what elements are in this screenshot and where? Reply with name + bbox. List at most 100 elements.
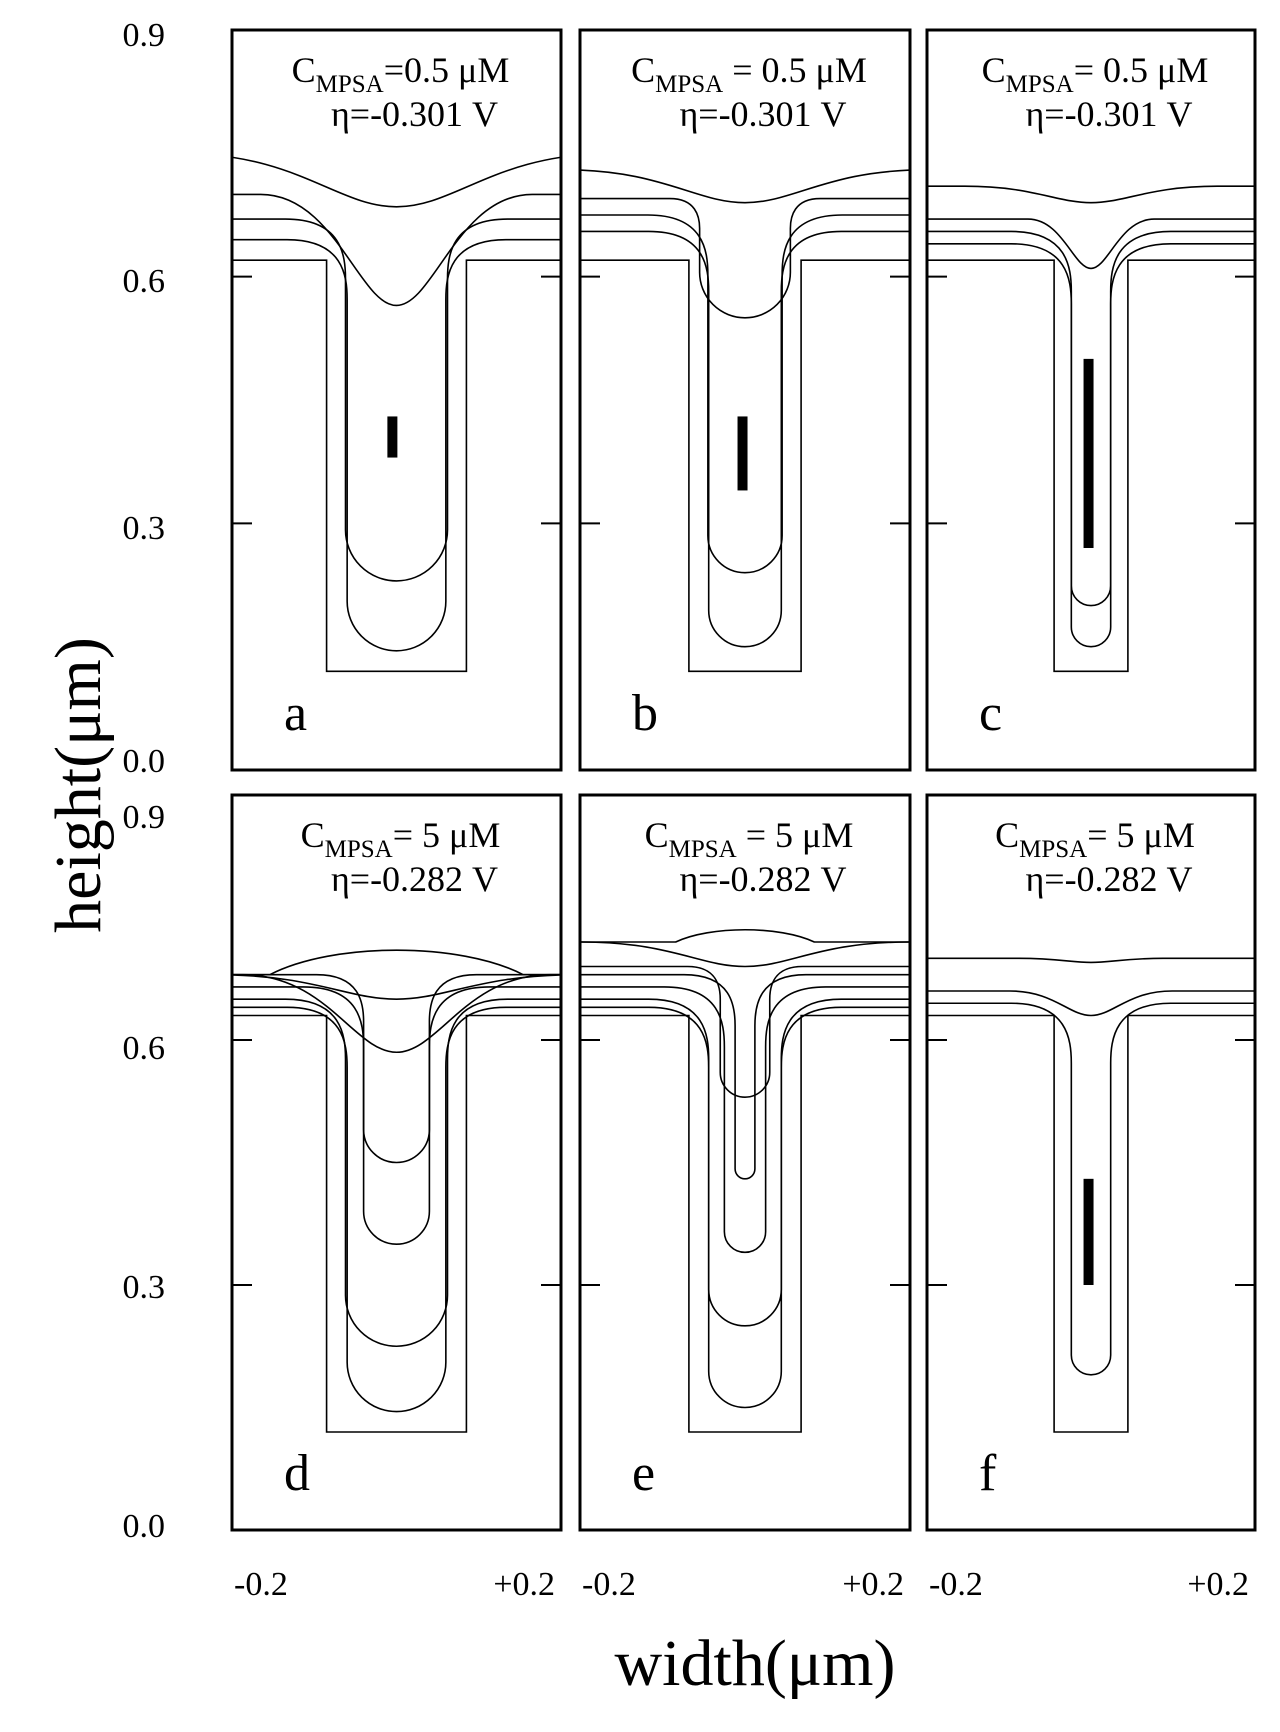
overpotential-label: η=-0.282 V	[331, 859, 498, 899]
contour-line	[232, 973, 561, 1054]
panel-letter: e	[632, 1445, 655, 1502]
panel-plot-area	[927, 957, 1255, 1433]
trench-outline	[927, 259, 1255, 673]
panel-letter: d	[284, 1445, 310, 1502]
x-tick-label: -0.2	[582, 1566, 636, 1603]
contour-line	[232, 152, 561, 208]
concentration-symbol: C	[982, 50, 1006, 90]
panel-letter: a	[284, 685, 307, 742]
void-marker	[1083, 358, 1094, 548]
y-tick-label: 0.9	[123, 17, 166, 54]
panel-plot-area	[580, 929, 910, 1433]
contour-line	[232, 949, 561, 976]
overpotential-label: η=-0.282 V	[679, 859, 846, 899]
trench-outline	[927, 1014, 1255, 1433]
x-tick-label: +0.2	[1187, 1566, 1249, 1603]
contour-line	[232, 218, 561, 582]
contour-line	[927, 1002, 1255, 1376]
panel-d: CMPSA= 5 μMη=-0.282 V d	[230, 793, 563, 1532]
y-tick-label: 0.3	[123, 1269, 166, 1306]
contour-line	[232, 973, 561, 1000]
panel-plot-area	[232, 949, 561, 1433]
contour-line	[232, 998, 561, 1347]
contour-line	[580, 986, 910, 1254]
x-tick-labels: -0.2+0.2-0.2+0.2-0.2+0.2	[234, 1566, 1249, 1603]
panel-frame	[578, 793, 912, 1532]
panel-letter: f	[979, 1445, 997, 1502]
void-marker	[737, 416, 748, 491]
panel-b: CMPSA = 0.5 μMη=-0.301 V b	[578, 28, 912, 772]
concentration-label: CMPSA= 5 μM	[995, 815, 1195, 863]
concentration-symbol: C	[631, 50, 655, 90]
y-tick-label: 0.9	[123, 799, 166, 836]
panel-plot-area	[232, 152, 561, 673]
overpotential-label: η=-0.301 V	[331, 94, 498, 134]
contour-line	[580, 214, 910, 574]
contour-line	[232, 973, 561, 1164]
contour-line	[232, 238, 561, 652]
panel-plot-area	[927, 185, 1255, 673]
contour-line	[580, 1006, 910, 1409]
void-marker	[1083, 1178, 1094, 1285]
panel-frame	[925, 28, 1257, 772]
y-tick-label: 0.6	[123, 1030, 166, 1067]
trench-outline	[580, 259, 910, 673]
contour-line	[232, 986, 561, 1245]
panel-c: CMPSA= 0.5 μMη=-0.301 V c	[925, 28, 1257, 772]
concentration-subscript: MPSA	[655, 71, 723, 98]
contour-line	[580, 230, 910, 648]
concentration-subscript: MPSA	[1006, 71, 1074, 98]
contour-line	[580, 973, 910, 1180]
x-tick-label: +0.2	[493, 1566, 555, 1603]
panel-frame	[230, 28, 563, 772]
contour-line	[580, 168, 910, 204]
concentration-value: = 5 μM	[737, 815, 854, 855]
panel-letter: b	[632, 685, 658, 742]
x-tick-label: -0.2	[234, 1566, 288, 1603]
contour-line	[580, 998, 910, 1327]
panel-letter: c	[979, 685, 1002, 742]
trench-outline	[580, 1014, 910, 1433]
concentration-value: = 0.5 μM	[1074, 50, 1209, 90]
concentration-subscript: MPSA	[669, 836, 737, 863]
y-tick-labels: 0.00.30.60.90.00.30.60.9	[123, 17, 166, 1545]
contour-line	[580, 929, 910, 943]
y-axis-label: height(μm)	[42, 637, 115, 933]
contour-line	[927, 218, 1255, 270]
overpotential-label: η=-0.301 V	[679, 94, 846, 134]
contour-line	[580, 965, 910, 1098]
trench-outline	[232, 1014, 561, 1433]
concentration-label: CMPSA= 5 μM	[301, 815, 501, 863]
concentration-label: CMPSA=0.5 μM	[292, 50, 510, 98]
y-tick-label: 0.3	[123, 510, 166, 547]
concentration-symbol: C	[301, 815, 325, 855]
concentration-symbol: C	[292, 50, 316, 90]
contour-line	[580, 941, 910, 968]
y-tick-label: 0.0	[123, 743, 166, 780]
concentration-subscript: MPSA	[325, 836, 393, 863]
trench-outline	[232, 259, 561, 673]
contour-line	[580, 197, 910, 319]
concentration-value: =0.5 μM	[384, 50, 510, 90]
panel-frame	[925, 793, 1257, 1532]
contour-line	[927, 957, 1255, 964]
overpotential-label: η=-0.282 V	[1025, 859, 1192, 899]
contour-line	[927, 230, 1255, 607]
concentration-subscript: MPSA	[316, 71, 384, 98]
contour-line	[232, 1006, 561, 1413]
panel-plot-area	[580, 168, 910, 673]
concentration-label: CMPSA = 0.5 μM	[631, 50, 867, 98]
concentration-label: CMPSA= 0.5 μM	[982, 50, 1209, 98]
concentration-label: CMPSA = 5 μM	[645, 815, 854, 863]
contour-line	[927, 185, 1255, 204]
y-tick-label: 0.0	[123, 1508, 166, 1545]
concentration-value: = 0.5 μM	[723, 50, 867, 90]
overpotential-label: η=-0.301 V	[1025, 94, 1192, 134]
concentration-subscript: MPSA	[1019, 836, 1087, 863]
x-tick-label: -0.2	[929, 1566, 983, 1603]
panel-e: CMPSA = 5 μMη=-0.282 V e	[578, 793, 912, 1532]
x-axis-label: width(μm)	[614, 1627, 895, 1700]
panel-frame	[578, 28, 912, 772]
